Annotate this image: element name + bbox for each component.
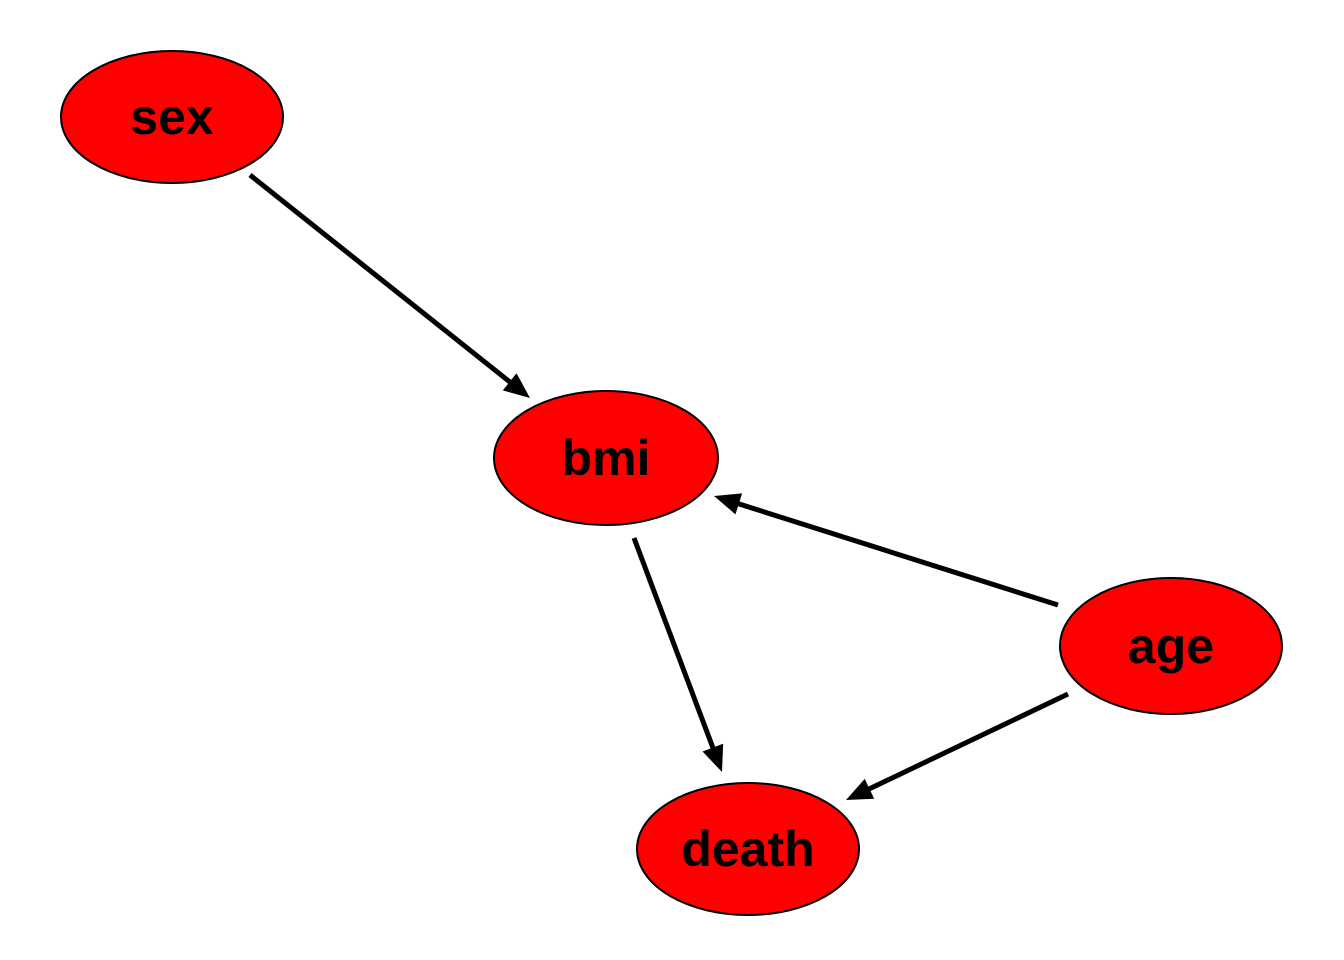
node-age: age: [1059, 577, 1283, 715]
nodes-layer: sex bmi age death: [60, 50, 1283, 916]
node-bmi: bmi: [493, 390, 719, 526]
edge-line: [864, 691, 1070, 793]
edge-sex-bmi: [248, 173, 530, 398]
node-death: death: [636, 782, 860, 916]
node-label: death: [681, 821, 814, 877]
edge-line: [631, 537, 717, 753]
arrowhead: [702, 743, 724, 772]
edge-bmi-death: [631, 537, 724, 772]
edge-line: [248, 173, 515, 387]
node-ellipse: [1059, 577, 1283, 715]
node-sex: sex: [60, 50, 284, 184]
node-ellipse: [60, 50, 284, 184]
node-label: bmi: [562, 430, 651, 486]
arrowhead: [846, 778, 875, 800]
edges-layer: [248, 173, 1070, 800]
node-label: sex: [130, 89, 214, 145]
edge-age-death: [846, 691, 1070, 800]
arrowhead: [502, 373, 530, 398]
edge-age-bmi: [714, 493, 1059, 608]
arrowhead: [714, 493, 743, 515]
node-ellipse: [493, 390, 719, 526]
edge-line: [734, 500, 1059, 608]
node-label: age: [1128, 618, 1214, 674]
node-ellipse: [636, 782, 860, 916]
